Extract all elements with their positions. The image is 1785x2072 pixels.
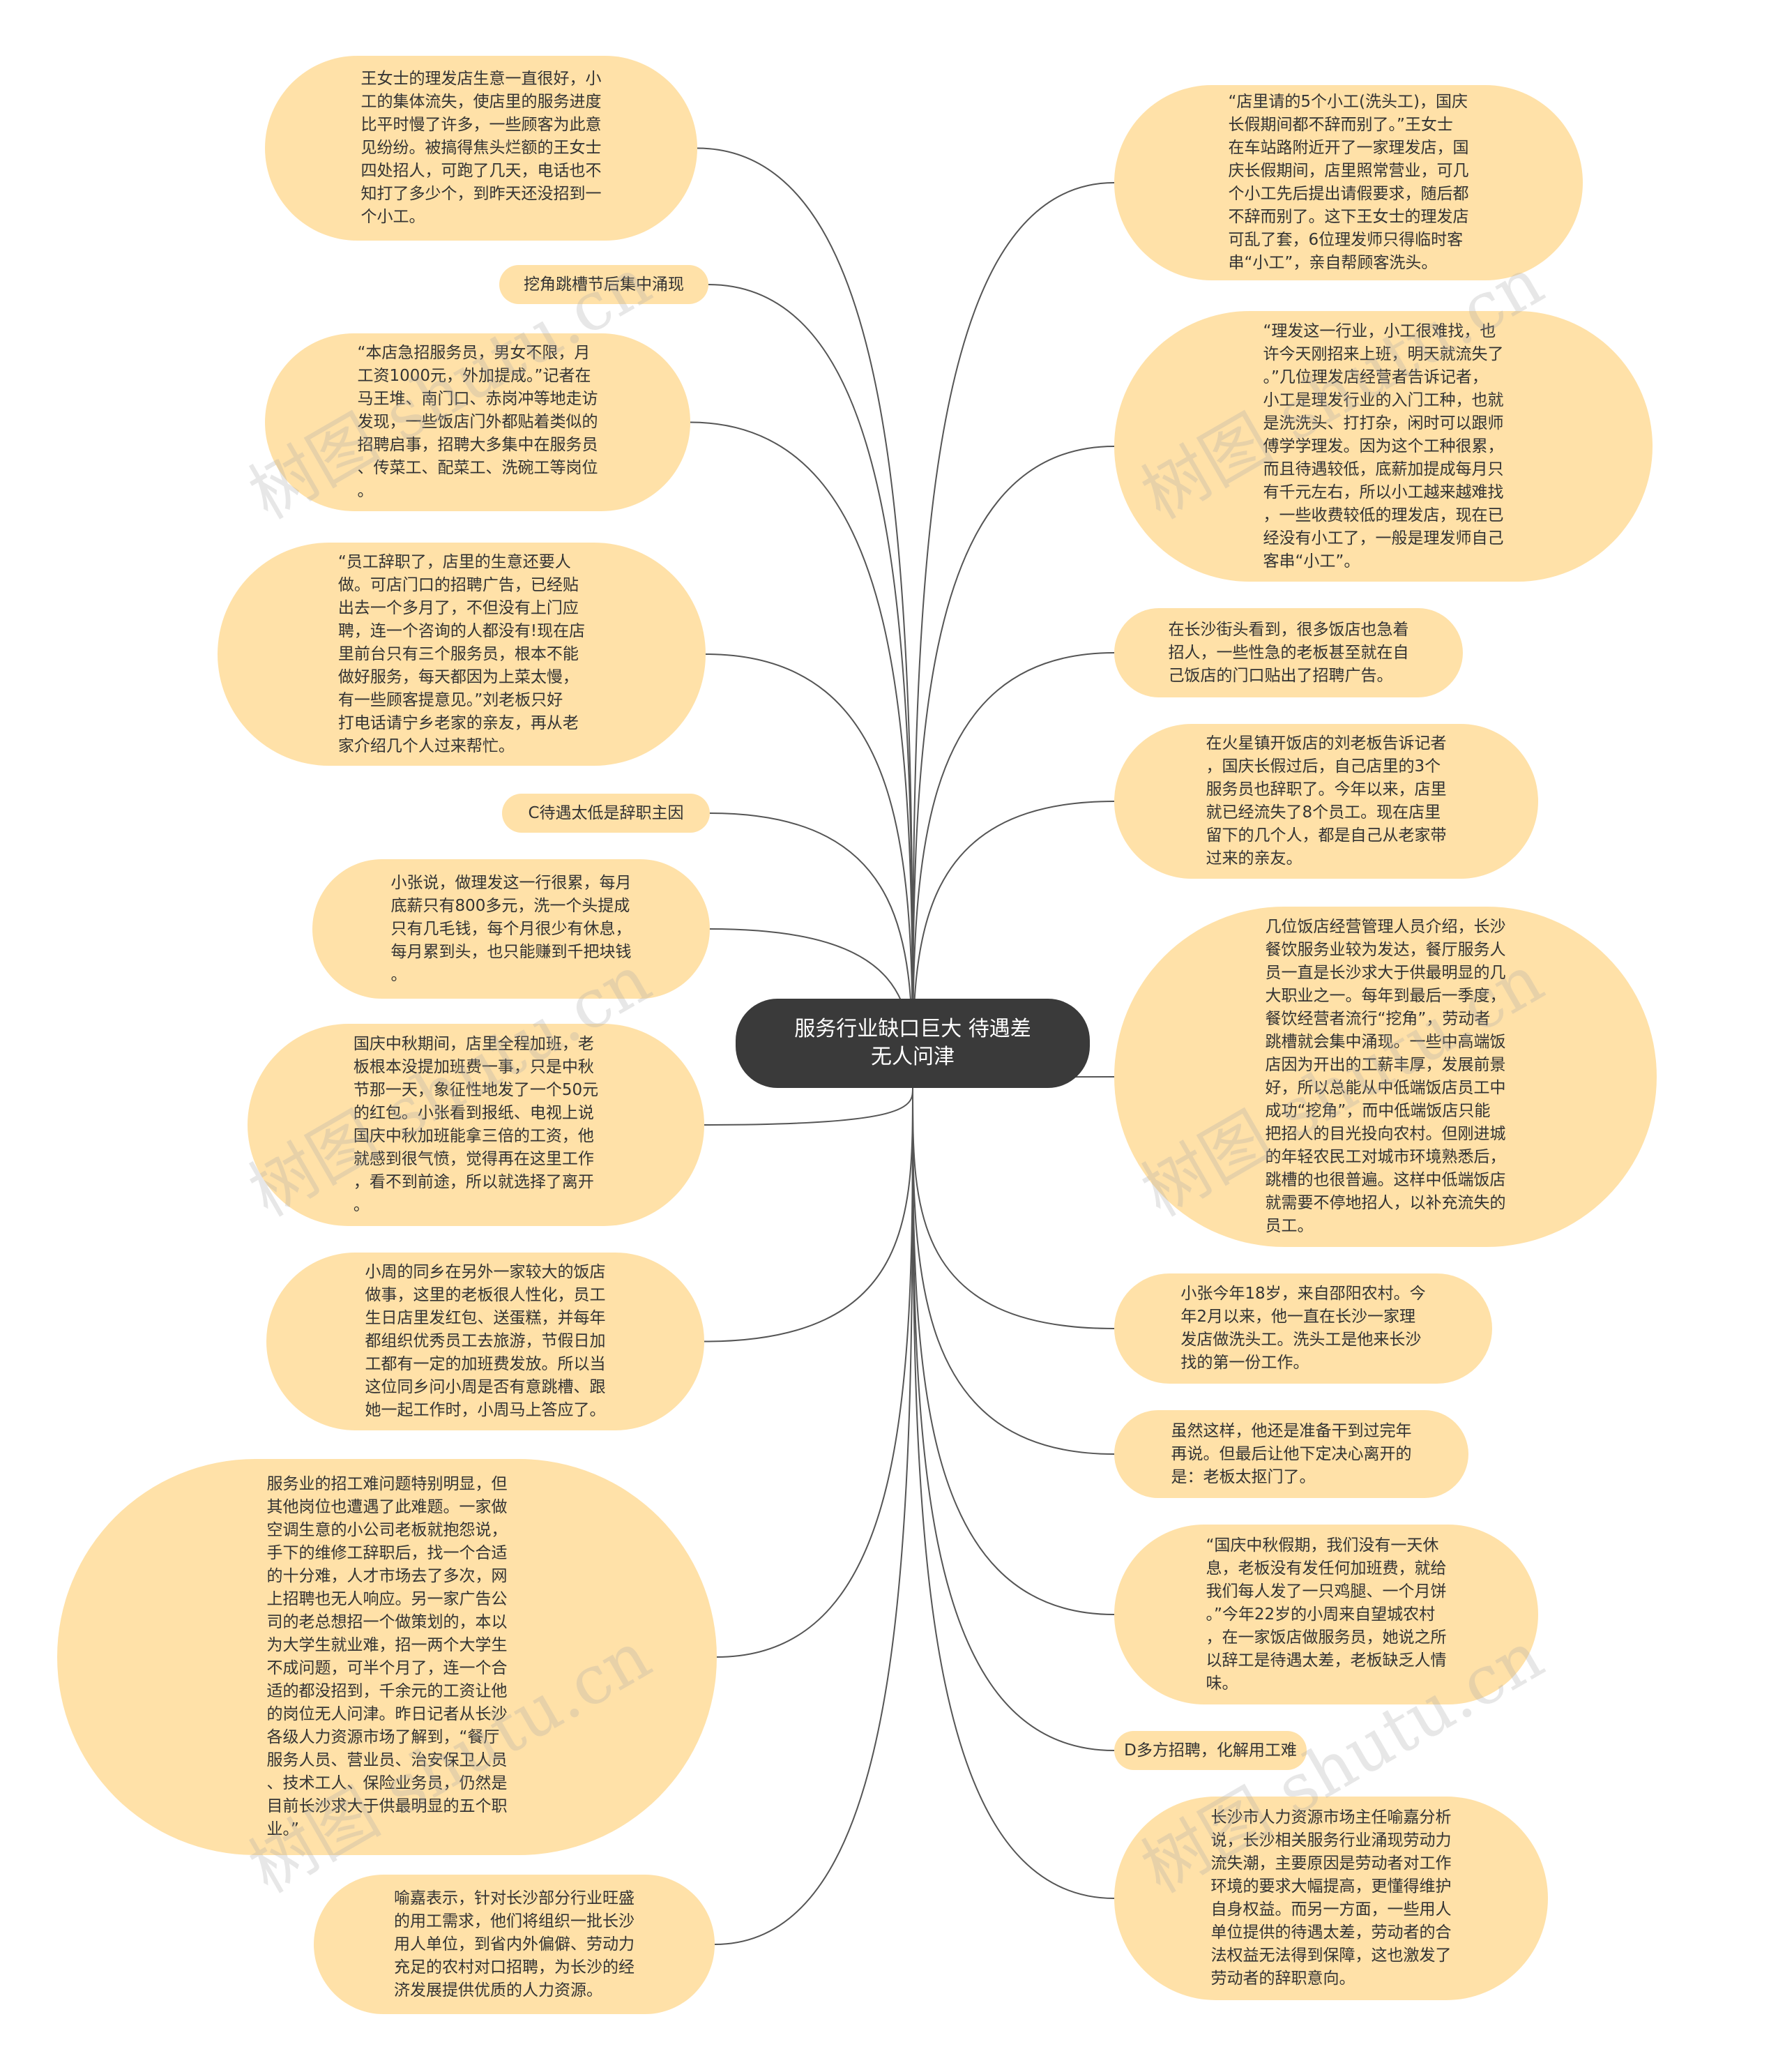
connector-line bbox=[912, 1087, 1115, 1751]
connector-line bbox=[708, 284, 913, 1089]
connector-line bbox=[690, 421, 913, 1089]
connector-line bbox=[912, 1087, 1115, 1899]
central-topic-text: 服务行业缺口巨大 待遇差 无人问津 bbox=[794, 1017, 1031, 1069]
connector-line bbox=[912, 1087, 1115, 1455]
right-node-10[interactable]: 长沙市人力资源市场主任喻嘉分析 说，长沙相关服务行业涌现劳动力 流失潮，主要原因… bbox=[1114, 1797, 1548, 2000]
connector-line bbox=[704, 1087, 913, 1343]
node-text: “理发这一行业，小工很难找，也 许今天刚招来上班，明天就流失了 。”几位理发店经… bbox=[1263, 322, 1504, 570]
node-text: “员工辞职了，店里的生意还要人 做。可店门口的招聘广告，已经贴 出去一个多月了，… bbox=[337, 552, 586, 755]
connector-line bbox=[697, 147, 913, 1089]
left-node-10[interactable]: 喻嘉表示，针对长沙部分行业旺盛 的用工需求，他们将组织一批长沙 用人单位，到省内… bbox=[314, 1875, 715, 2014]
left-node-1[interactable]: 王女士的理发店生意一直很好，小 工的集体流失，使店里的服务进度 比平时慢了许多，… bbox=[265, 56, 697, 241]
node-text: 服务业的招工难问题特别明显，但 其他岗位也遭遇了此难题。一家做 空调生意的小公司… bbox=[266, 1475, 508, 1838]
right-node-2[interactable]: “理发这一行业，小工很难找，也 许今天刚招来上班，明天就流失了 。”几位理发店经… bbox=[1114, 311, 1653, 582]
connector-line bbox=[912, 446, 1115, 1089]
left-node-3[interactable]: “本店急招服务员，男女不限，月 工资1000元，外加提成。”记者在 马王堆、南门… bbox=[265, 333, 690, 511]
node-text: D多方招聘，化解用工难 bbox=[1124, 1741, 1297, 1760]
node-text: 在火星镇开饭店的刘老板告诉记者 ，国庆长假过后，自己店里的3个 服务员也辞职了。… bbox=[1206, 734, 1447, 868]
left-node-4[interactable]: “员工辞职了，店里的生意还要人 做。可店门口的招聘广告，已经贴 出去一个多月了，… bbox=[218, 543, 706, 766]
right-tag-node-9[interactable]: D多方招聘，化解用工难 bbox=[1114, 1731, 1307, 1770]
node-text: 虽然这样，他还是准备干到过完年 再说。但最后让他下定决心离开的 是：老板太抠门了… bbox=[1171, 1421, 1412, 1486]
connector-line bbox=[716, 1087, 913, 1658]
right-node-6[interactable]: 小张今年18岁，来自邵阳农村。今 年2月以来，他一直在长沙一家理 发店做洗头工。… bbox=[1114, 1273, 1492, 1384]
left-node-8[interactable]: 小周的同乡在另外一家较大的饭店 做事，这里的老板很人性化，员工 生日店里发红包、… bbox=[266, 1253, 704, 1430]
node-text: 挖角跳槽节后集中涌现 bbox=[524, 275, 684, 294]
right-node-3[interactable]: 在长沙街头看到，很多饭店也急着 招人，一些性急的老板甚至就在自 己饭店的门口贴出… bbox=[1114, 608, 1463, 697]
right-node-4[interactable]: 在火星镇开饭店的刘老板告诉记者 ，国庆长假过后，自己店里的3个 服务员也辞职了。… bbox=[1114, 724, 1538, 879]
right-node-7[interactable]: 虽然这样，他还是准备干到过完年 再说。但最后让他下定决心离开的 是：老板太抠门了… bbox=[1114, 1410, 1468, 1498]
connector-line bbox=[704, 1087, 913, 1126]
right-node-1[interactable]: “店里请的5个小工(洗头工)，国庆 长假期间都不辞而别了。”王女士 在车站路附近… bbox=[1114, 85, 1583, 280]
connector-line bbox=[714, 1087, 913, 1945]
connector-line bbox=[912, 652, 1115, 1089]
right-node-8[interactable]: “国庆中秋假期，我们没有一天休 息，老板没有发任何加班费，就给 我们每人发了一只… bbox=[1114, 1525, 1538, 1704]
connector-line bbox=[912, 1087, 1115, 1329]
left-tag-node-5[interactable]: C待遇太低是辞职主因 bbox=[502, 794, 710, 833]
node-text: 小周的同乡在另外一家较大的饭店 做事，这里的老板很人性化，员工 生日店里发红包、… bbox=[365, 1263, 606, 1419]
node-text: “店里请的5个小工(洗头工)，国庆 长假期间都不辞而别了。”王女士 在车站路附近… bbox=[1228, 93, 1469, 272]
node-text: 喻嘉表示，针对长沙部分行业旺盛 的用工需求，他们将组织一批长沙 用人单位，到省内… bbox=[394, 1889, 635, 1999]
left-node-7[interactable]: 国庆中秋期间，店里全程加班，老 板根本没提加班费一事，只是中秋 节那一天，象征性… bbox=[248, 1024, 704, 1226]
node-text: 小张说，做理发这一行很累，每月 底薪只有800多元，洗一个头提成 只有几毛钱，每… bbox=[390, 873, 632, 984]
right-node-5[interactable]: 几位饭店经营管理人员介绍，长沙 餐饮服务业较为发达，餐厅服务人 员一直是长沙求大… bbox=[1114, 907, 1657, 1247]
central-topic[interactable]: 服务行业缺口巨大 待遇差 无人问津 bbox=[736, 999, 1090, 1088]
left-node-6[interactable]: 小张说，做理发这一行很累，每月 底薪只有800多元，洗一个头提成 只有几毛钱，每… bbox=[312, 859, 710, 999]
node-text: C待遇太低是辞职主因 bbox=[528, 803, 684, 822]
connector-line bbox=[705, 653, 913, 1089]
node-text: 小张今年18岁，来自邵阳农村。今 年2月以来，他一直在长沙一家理 发店做洗头工。… bbox=[1180, 1285, 1426, 1372]
left-node-9[interactable]: 服务业的招工难问题特别明显，但 其他岗位也遭遇了此难题。一家做 空调生意的小公司… bbox=[57, 1459, 717, 1855]
node-text: 在长沙街头看到，很多饭店也急着 招人，一些性急的老板甚至就在自 己饭店的门口贴出… bbox=[1168, 620, 1409, 685]
node-text: 王女士的理发店生意一直很好，小 工的集体流失，使店里的服务进度 比平时慢了许多，… bbox=[360, 70, 602, 226]
node-text: 长沙市人力资源市场主任喻嘉分析 说，长沙相关服务行业涌现劳动力 流失潮，主要原因… bbox=[1210, 1808, 1452, 1988]
connector-line bbox=[912, 182, 1115, 1089]
node-text: 几位饭店经营管理人员介绍，长沙 餐饮服务业较为发达，餐厅服务人 员一直是长沙求大… bbox=[1265, 918, 1506, 1235]
left-tag-node-2[interactable]: 挖角跳槽节后集中涌现 bbox=[499, 265, 708, 304]
node-text: “国庆中秋假期，我们没有一天休 息，老板没有发任何加班费，就给 我们每人发了一只… bbox=[1206, 1536, 1447, 1693]
node-text: “本店急招服务员，男女不限，月 工资1000元，外加提成。”记者在 马王堆、南门… bbox=[357, 344, 598, 500]
node-text: 国庆中秋期间，店里全程加班，老 板根本没提加班费一事，只是中秋 节那一天，象征性… bbox=[353, 1035, 599, 1214]
